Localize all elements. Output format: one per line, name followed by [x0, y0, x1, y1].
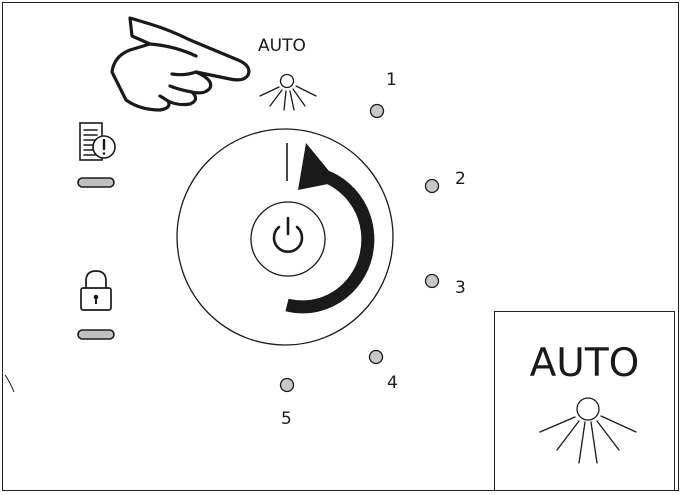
- lock-indicator-lamp: [78, 330, 114, 339]
- padlock-icon: [81, 271, 111, 310]
- level-label-1: 1: [386, 72, 397, 89]
- auto-label: AUTO: [258, 38, 306, 55]
- level-label-5: 5: [281, 411, 292, 428]
- edge-mark: [5, 375, 14, 392]
- level-led-3: [426, 275, 439, 288]
- power-button[interactable]: [251, 202, 325, 276]
- level-label-3: 3: [455, 280, 466, 297]
- level-led-2: [426, 180, 439, 193]
- level-led-4: [370, 351, 383, 364]
- pointing-hand-icon: [112, 18, 249, 110]
- inset-light-sensor-icon: [495, 312, 676, 492]
- document-warning-icon: [80, 123, 115, 160]
- auto-mode-detail: AUTO: [494, 311, 675, 491]
- light-sensor-icon: [260, 75, 316, 111]
- level-label-4: 4: [387, 375, 398, 392]
- level-led-1: [371, 105, 384, 118]
- level-led-5: [281, 379, 294, 392]
- warning-indicator-lamp: [78, 178, 114, 187]
- level-label-2: 2: [455, 171, 466, 188]
